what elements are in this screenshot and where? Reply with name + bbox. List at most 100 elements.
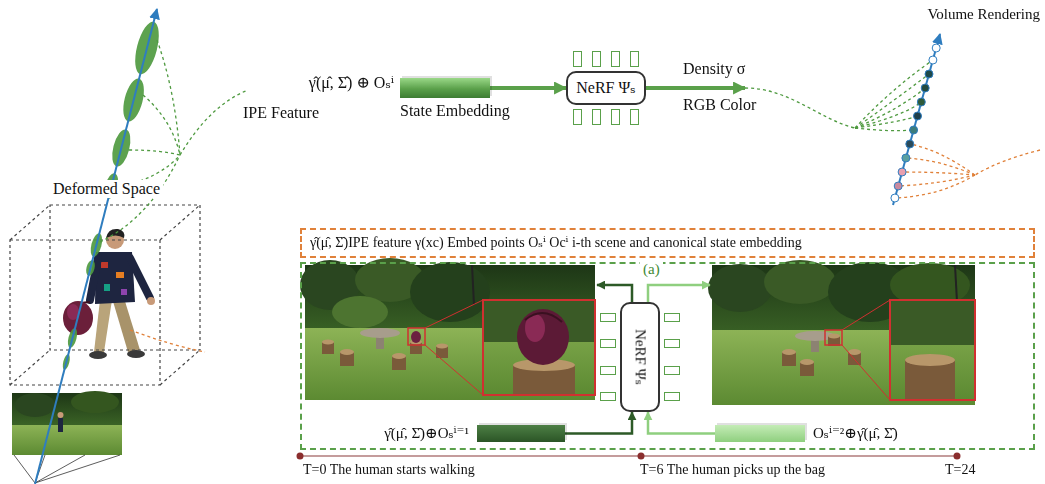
stump [782, 349, 796, 355]
sample-curve [157, 40, 180, 155]
ray-sample [932, 44, 940, 52]
tree [764, 260, 836, 304]
timeline-dot [954, 453, 961, 460]
node-label: Oₛⁱ⁼²⊕γ̂(μ̂, Σ̂) [813, 425, 898, 442]
ray-sample [891, 194, 899, 202]
flow-arrow [490, 86, 566, 90]
nerf-tooth [630, 109, 639, 125]
tree [71, 391, 119, 413]
cube-edge [160, 350, 200, 385]
zoom-line [842, 345, 890, 400]
render-curve [975, 150, 1040, 175]
zoom-line [425, 345, 483, 395]
stone-table [360, 328, 400, 338]
photo-grass [12, 425, 122, 455]
cube-edge [10, 205, 50, 240]
sample-curve [180, 90, 248, 155]
node-label: γ̂(μ̂, Σ̂)IPE feature γ(xc) Embed points… [310, 235, 802, 251]
nerf-tooth [600, 366, 616, 375]
render-curve [855, 88, 925, 128]
nerf-tooth [611, 109, 620, 125]
timeline-axis [300, 455, 958, 456]
annotation-label: Density σ [683, 60, 745, 78]
shoe [89, 351, 107, 359]
jacket-pattern [104, 284, 110, 291]
node-label: γ̂(μ̂, Σ̂)⊕Oₛⁱ⁼¹ [384, 425, 469, 442]
leg [112, 298, 140, 352]
scene-photo [708, 260, 975, 405]
render-arrow [648, 285, 710, 302]
zoom-inset-trees [890, 300, 975, 345]
nerf-tooth [573, 109, 582, 125]
zoom-inset [890, 300, 975, 400]
ray-sample [925, 70, 933, 78]
ray-samples [891, 44, 940, 202]
render-curve [906, 158, 975, 175]
scene-photo [300, 258, 595, 400]
render-curve [855, 74, 929, 128]
sample-curve [143, 95, 180, 155]
input-photo [12, 391, 122, 483]
tiny-person [58, 418, 63, 432]
stump [905, 354, 955, 366]
zoom-box [408, 328, 425, 345]
annotation-label: RGB Color [683, 96, 756, 114]
cube-edge [160, 205, 200, 240]
render-curve [902, 172, 975, 175]
flow-arrow [648, 412, 715, 434]
ray-sample [921, 84, 929, 92]
flow-arrow [565, 412, 632, 434]
cube-face [50, 205, 200, 350]
timeline-label: T=0 The human starts walking [303, 462, 475, 478]
annotation-label: IPE Feature [243, 104, 319, 122]
node-label: Deformed Space [50, 180, 163, 198]
jacket-pattern [101, 262, 108, 268]
hand [147, 297, 155, 305]
leg [94, 300, 112, 352]
ray-sample [917, 98, 925, 106]
example-panel: (a)NeRF Ψₛγ̂(μ̂, Σ̂)⊕Oₛⁱ⁼¹Oₛⁱ⁼²⊕γ̂(μ̂, Σ… [300, 262, 1035, 450]
nerf-tooth [592, 51, 601, 67]
annotation-label: γ̂(μ̂, Σ̂) ⊕ Oₛⁱ [309, 74, 394, 92]
render-curve [855, 128, 914, 131]
timeline-dot [297, 453, 304, 460]
stump [828, 334, 840, 339]
backpack-strap [525, 313, 562, 322]
render-curve [855, 116, 918, 128]
stump [322, 340, 334, 345]
timeline-label: T=24 [945, 462, 975, 478]
jacket-pattern [121, 289, 127, 295]
zoom-inset [483, 300, 595, 395]
human-figure [63, 229, 155, 359]
render-curve [745, 88, 855, 128]
zoom-line [842, 300, 890, 330]
render-curves [745, 60, 1040, 198]
state-embedding-bar: γ̂(μ̂, Σ̂)⊕Oₛⁱ⁼¹ [477, 425, 565, 442]
sample-curve [100, 155, 180, 242]
ray-sample [898, 168, 906, 176]
render-curve [895, 175, 975, 198]
cube-face [10, 240, 160, 385]
timeline [297, 453, 961, 460]
stump [392, 353, 406, 359]
zoom-line [425, 300, 483, 328]
node-label: State Embedding [400, 102, 510, 120]
sample-curve-orange [130, 330, 205, 352]
ray-sample [914, 112, 922, 120]
ray-sample [910, 126, 918, 134]
stump [340, 349, 354, 355]
nerf-tooth [600, 339, 616, 348]
render-arrow [597, 285, 632, 302]
arm [130, 258, 150, 298]
ray-sample [906, 140, 914, 148]
nerf-tooth [592, 109, 601, 125]
tiny-person [58, 412, 64, 418]
jacket-pattern [116, 272, 124, 278]
tree [410, 262, 490, 322]
backpack [411, 331, 421, 343]
node-label: NeRF Ψₛ [631, 329, 648, 385]
render-curve [855, 60, 933, 128]
ray-sample [902, 154, 910, 162]
